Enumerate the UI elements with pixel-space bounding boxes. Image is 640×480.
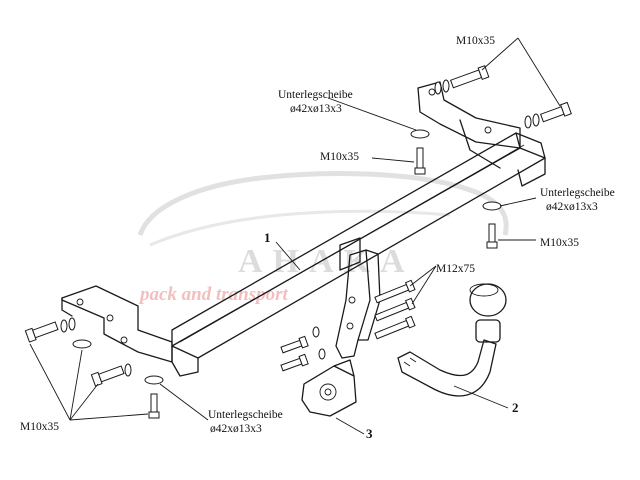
leader-lines: [29, 37, 561, 435]
m12-bolt-set: [374, 279, 416, 340]
crossbar-beam: [171, 132, 546, 377]
right-fastener-set: [482, 201, 502, 249]
tow-ball-neck: [397, 283, 507, 397]
top-fastener-set: [410, 65, 572, 175]
socket-plate-assembly: [280, 326, 357, 417]
watermark-car-silhouette: [137, 171, 509, 236]
label-m10-mid: M10x35: [320, 151, 359, 163]
watermark: AHAKA pack and transport: [137, 171, 509, 305]
left-fastener-set: [24, 317, 164, 419]
right-side-bracket: [417, 81, 521, 169]
label-m10-left: M10x35: [20, 421, 59, 433]
label-part-1: 1: [264, 230, 271, 245]
label-washer-top-line2: ø42xø13x3: [290, 103, 342, 115]
label-washer-bottom-line1: Unterlegscheibe: [208, 409, 283, 421]
left-side-bracket: [61, 285, 173, 363]
label-m10-top: M10x35: [456, 35, 495, 47]
label-washer-right-line1: Unterlegscheibe: [540, 187, 615, 199]
watermark-car-swoosh: [149, 209, 451, 247]
label-washer-bottom-line2: ø42xø13x3: [210, 423, 262, 435]
label-part-3: 3: [366, 426, 373, 441]
label-m10-right: M10x35: [540, 237, 579, 249]
label-washer-top-line1: Unterlegscheibe: [278, 89, 353, 101]
watermark-tagline: pack and transport: [138, 284, 289, 305]
label-part-2: 2: [512, 400, 519, 415]
label-m12: M12x75: [436, 263, 475, 275]
label-washer-right-line2: ø42xø13x3: [546, 201, 598, 213]
